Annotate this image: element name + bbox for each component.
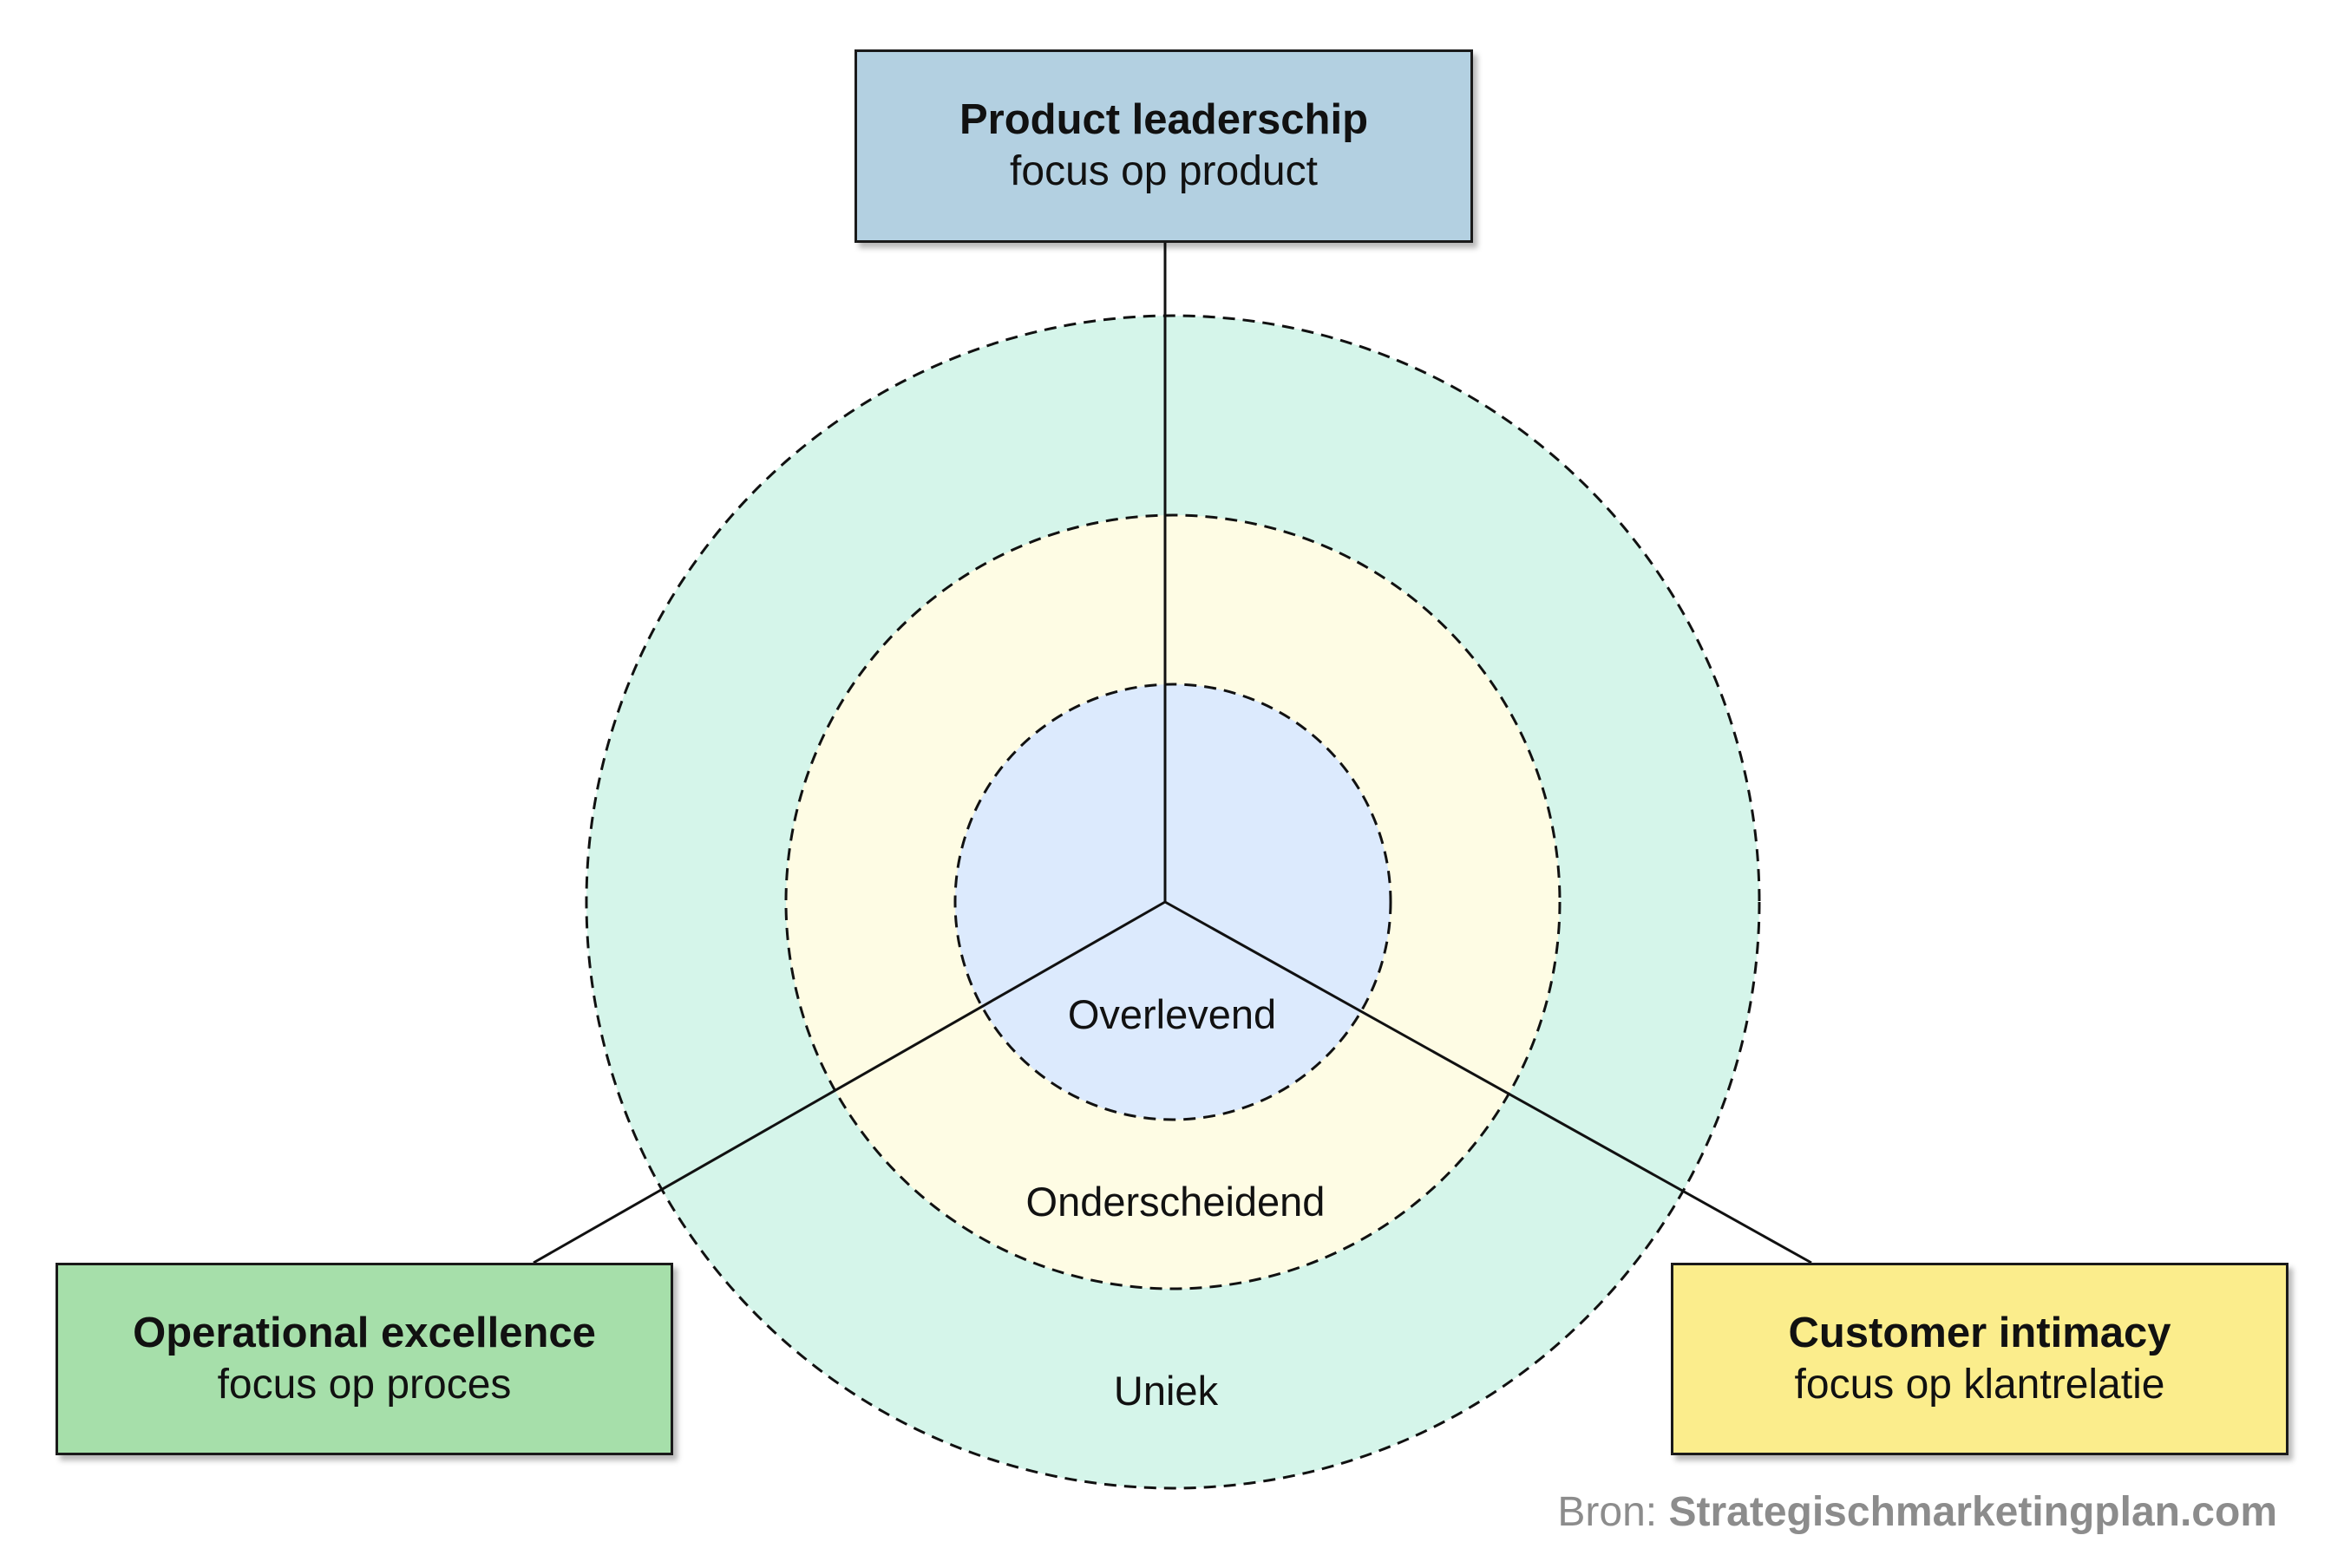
ring-label-onderscheidend: Onderscheidend	[1025, 1179, 1326, 1225]
customer-intimacy-subtitle: focus op klantrelatie	[1794, 1361, 2165, 1408]
customer-intimacy-box: Customer intimacy focus op klantrelatie	[1671, 1263, 2288, 1455]
product-leadership-box: Product leaderschip focus op product	[854, 49, 1473, 243]
source-prefix: Bron:	[1557, 1489, 1669, 1535]
ring-label-overlevend: Overlevend	[1067, 991, 1277, 1037]
product-leadership-subtitle: focus op product	[1010, 148, 1318, 195]
customer-intimacy-title: Customer intimacy	[1788, 1309, 2171, 1356]
connector-customer-line	[1164, 900, 1812, 1264]
operational-excellence-box: Operational excellence focus op proces	[56, 1263, 673, 1455]
operational-excellence-subtitle: focus op proces	[217, 1361, 512, 1408]
ring-overlevend	[953, 683, 1392, 1121]
product-leadership-title: Product leaderschip	[959, 96, 1369, 144]
ring-label-uniek: Uniek	[1113, 1368, 1219, 1414]
operational-excellence-title: Operational excellence	[133, 1309, 596, 1356]
connector-operational-line	[533, 900, 1166, 1264]
source-credit: Bron: Strategischmarketingplan.com	[1557, 1488, 2277, 1536]
source-site: Strategischmarketingplan.com	[1668, 1489, 2277, 1535]
